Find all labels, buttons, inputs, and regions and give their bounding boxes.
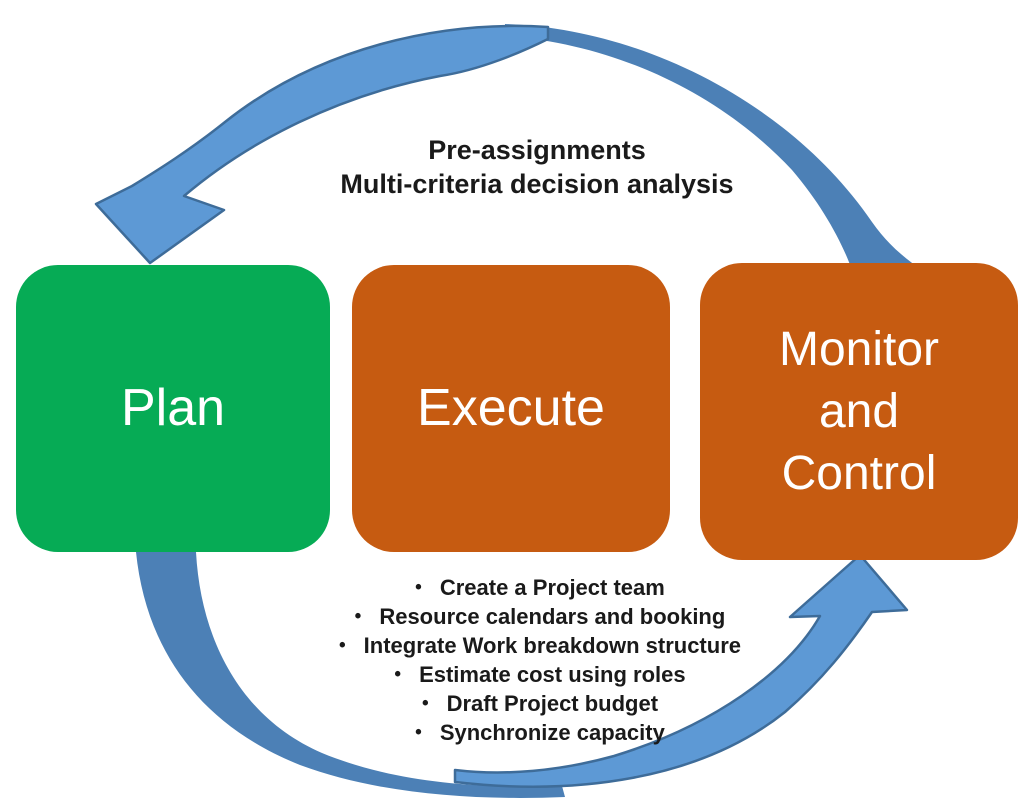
cycle-arrow-top-tail xyxy=(505,24,922,270)
monitor-and-control-box: Monitor and Control xyxy=(700,263,1018,560)
bullet-icon: • xyxy=(415,577,422,598)
list-item: • Estimate cost using roles xyxy=(240,660,840,689)
monitor-label-line-2: and xyxy=(818,384,900,438)
monitor-label-line-3: Control xyxy=(781,446,937,500)
monitor-box-label: Monitor and Control xyxy=(779,319,939,505)
bullet-icon: • xyxy=(415,722,422,743)
list-item-text: Synchronize capacity xyxy=(439,720,665,745)
cycle-arrow-top-head xyxy=(94,24,550,265)
plan-box-label: Plan xyxy=(120,378,226,437)
execute-bullet-list: • Create a Project team • Resource calen… xyxy=(240,573,840,747)
monitor-label-line-1: Monitor xyxy=(778,322,940,376)
list-item-text: Estimate cost using roles xyxy=(419,662,686,687)
execute-box: Execute xyxy=(352,265,670,552)
list-item: • Resource calendars and booking xyxy=(240,602,840,631)
plan-box: Plan xyxy=(16,265,330,552)
list-item-text: Resource calendars and booking xyxy=(379,604,726,629)
arrow-annotation: Pre-assignments Multi-criteria decision … xyxy=(237,133,837,201)
list-item: • Draft Project budget xyxy=(240,689,840,718)
cycle-arrow-bottom-tail xyxy=(136,552,565,798)
list-item: • Create a Project team xyxy=(240,573,840,602)
bullet-icon: • xyxy=(421,693,429,714)
list-item-text: Create a Project team xyxy=(439,575,665,600)
annotation-line-2: Multi-criteria decision analysis xyxy=(340,169,734,199)
bullet-icon: • xyxy=(339,635,346,656)
list-item-text: Integrate Work breakdown structure xyxy=(363,633,741,658)
list-item: • Integrate Work breakdown structure xyxy=(240,631,840,660)
bullet-icon: • xyxy=(354,606,362,627)
annotation-line-1: Pre-assignments xyxy=(428,135,646,165)
execute-box-label: Execute xyxy=(417,378,605,437)
bullet-icon: • xyxy=(394,664,402,685)
list-item-text: Draft Project budget xyxy=(446,691,659,716)
list-item: • Synchronize capacity xyxy=(240,718,840,747)
